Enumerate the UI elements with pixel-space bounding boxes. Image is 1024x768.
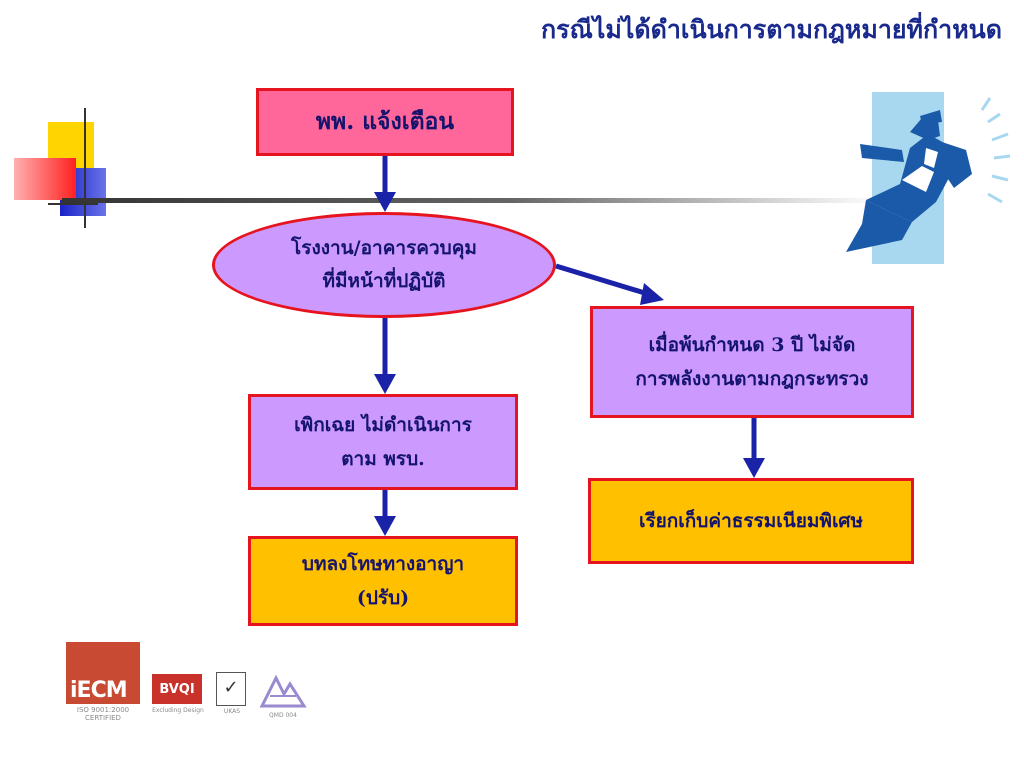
bvqi-logo: BVQI Excluding Design <box>152 674 206 722</box>
ukas-logo: ✓ UKAS <box>216 672 250 726</box>
fee-node: เรียกเก็บค่าธรรมเนียมพิเศษ <box>588 478 914 564</box>
ukas-caption: UKAS <box>223 708 241 715</box>
notify-node: พพ. แจ้งเตือน <box>256 88 514 156</box>
decorative-squares-icon <box>14 108 144 228</box>
deadline-node: เมื่อพ้นกำหนด 3 ปี ไม่จัด การพลังงานตามก… <box>590 306 914 418</box>
penalty-node: บทลงโทษทางอาญา (ปรับ) <box>248 536 518 626</box>
factory-node: โรงงาน/อาคารควบคุม ที่มีหน้าที่ปฏิบัติ <box>212 212 556 318</box>
qmd-caption: QMD 004 <box>269 712 297 719</box>
iecm-caption: ISO 9001:2000 CERTIFIED <box>76 706 130 722</box>
horizontal-rule <box>62 198 882 203</box>
qmd-logo: QMD 004 <box>258 674 310 726</box>
page-title: กรณีไม่ได้ดำเนินการตามกฎหมายที่กำหนด <box>541 15 1002 44</box>
ignore-node: เพิกเฉย ไม่ดำเนินการ ตาม พรบ. <box>248 394 518 490</box>
iecm-logo: iECM ISO 9001:2000 CERTIFIED <box>66 642 142 732</box>
bvqi-caption: Excluding Design <box>152 707 204 714</box>
police-officer-icon <box>842 92 1014 264</box>
